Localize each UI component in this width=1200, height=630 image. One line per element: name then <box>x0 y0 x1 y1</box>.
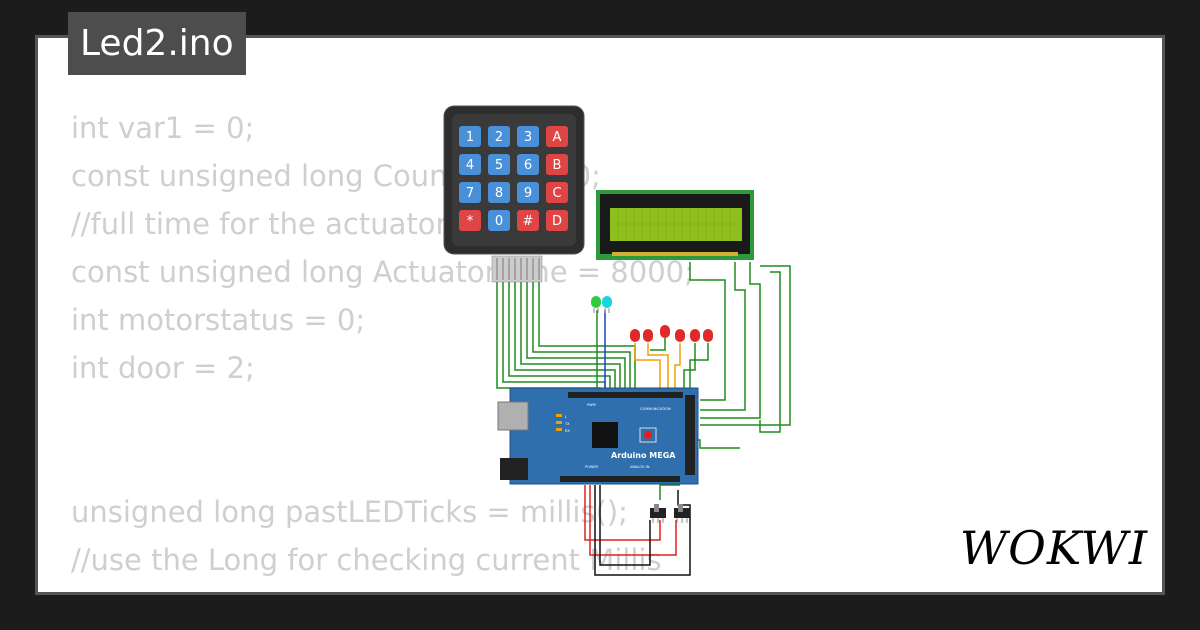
keypad-key-A[interactable]: A <box>546 126 568 147</box>
switch-wires <box>584 484 691 576</box>
keypad-key-4[interactable]: 4 <box>459 154 481 175</box>
keypad-key-7[interactable]: 7 <box>459 182 481 203</box>
keypad-key-D[interactable]: D <box>546 210 568 231</box>
arduino-mega-board[interactable]: Arduino MEGA COMMUNICATION POWER ANALOG … <box>497 387 699 485</box>
led-red <box>675 329 685 342</box>
keypad-key-label: # <box>523 214 534 229</box>
led-red <box>690 329 700 342</box>
project-title: Led2.ino <box>68 12 246 75</box>
keypad-key-label: 6 <box>524 158 532 173</box>
board-label-l: L <box>565 415 567 419</box>
keypad-key-label: D <box>552 214 562 229</box>
lcd-display <box>596 190 754 260</box>
status-leds <box>591 296 612 313</box>
led-red <box>630 329 640 342</box>
led-red <box>703 329 713 342</box>
keypad-key-label: 8 <box>495 186 503 201</box>
keypad-key-label: * <box>467 214 474 229</box>
board-label-tx: TX <box>564 422 570 426</box>
keypad-key-*[interactable]: * <box>459 210 481 231</box>
keypad-key-label: 0 <box>495 214 503 229</box>
code-background: int var1 = 0;const unsigned long CountTi… <box>71 104 694 592</box>
code-line: int motorstatus = 0; <box>71 303 366 337</box>
keypad-key-#[interactable]: # <box>517 210 539 231</box>
code-line: //use the Long for checking current Mill… <box>71 543 662 577</box>
keypad-key-9[interactable]: 9 <box>517 182 539 203</box>
slide-switch-1[interactable] <box>650 504 666 523</box>
red-leds <box>630 325 713 342</box>
keypad-key-B[interactable]: B <box>546 154 568 175</box>
keypad-key-label: A <box>553 130 562 145</box>
code-line: //full time for the actuator <box>71 207 448 241</box>
led-red <box>643 329 653 342</box>
keypad-key-label: 5 <box>495 158 503 173</box>
code-line: int var1 = 0; <box>71 111 255 145</box>
board-label-power: POWER <box>585 465 599 469</box>
led-cyan <box>602 296 612 313</box>
board-label-analog: ANALOG IN <box>630 465 650 469</box>
keypad-key-label: B <box>553 158 562 173</box>
code-line: unsigned long pastLEDTicks = millis(); <box>71 495 628 529</box>
slide-switch-2[interactable] <box>674 504 690 523</box>
led-green <box>591 296 601 313</box>
keypad-key-label: 3 <box>524 130 532 145</box>
code-line: int door = 2; <box>71 351 255 385</box>
board-label-communication: COMMUNICATION <box>640 407 671 411</box>
keypad-key-label: 2 <box>495 130 503 145</box>
keypad-key-2[interactable]: 2 <box>488 126 510 147</box>
keypad-key-6[interactable]: 6 <box>517 154 539 175</box>
board-label-rx: RX <box>565 429 570 433</box>
keypad-key-3[interactable]: 3 <box>517 126 539 147</box>
keypad-key-label: 4 <box>466 158 474 173</box>
lcd-wires <box>685 262 791 449</box>
keypad-key-5[interactable]: 5 <box>488 154 510 175</box>
keypad-key-label: 1 <box>466 130 474 145</box>
keypad-key-label: C <box>552 186 561 201</box>
keypad-key-label: 9 <box>524 186 532 201</box>
keypad-key-C[interactable]: C <box>546 182 568 203</box>
board-name: Arduino MEGA <box>611 451 676 460</box>
keypad-wires <box>496 280 636 395</box>
keypad-key-label: 7 <box>466 186 474 201</box>
keypad-key-8[interactable]: 8 <box>488 182 510 203</box>
led-red <box>660 325 670 338</box>
keypad[interactable]: 1 2 3 A 4 5 6 B 7 8 9 C * 0 # D <box>443 105 585 283</box>
board-label-pwm: PWM <box>587 403 596 407</box>
wokwi-logo: WOKWI <box>959 521 1148 575</box>
keypad-key-1[interactable]: 1 <box>459 126 481 147</box>
keypad-key-0[interactable]: 0 <box>488 210 510 231</box>
